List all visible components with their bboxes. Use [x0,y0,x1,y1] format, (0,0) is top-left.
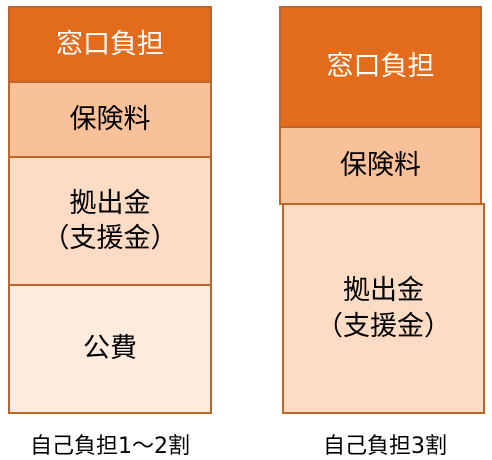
right-support-block: 拠出金 （支援金） [282,203,485,414]
left-public-block: 公費 [8,284,212,414]
right-support-label: 拠出金 [343,275,424,307]
right-copay-label: 窓口負担 [326,51,435,83]
right-copay-block: 窓口負担 [279,6,482,128]
left-copay-block: 窓口負担 [8,6,212,83]
right-caption: 自己負担3割 [323,434,447,459]
left-support-sublabel: （支援金） [42,223,178,254]
left-public-label: 公費 [83,333,137,365]
right-premium-label: 保険料 [340,149,421,181]
left-copay-label: 窓口負担 [56,28,164,60]
right-premium-block: 保険料 [279,126,482,205]
left-support-label: 拠出金 [69,187,151,219]
right-support-sublabel: （支援金） [316,310,451,342]
left-support-block: 拠出金 （支援金） [8,156,212,286]
left-premium-label: 保険料 [69,103,151,135]
left-caption: 自己負担1～2割 [30,434,190,459]
left-premium-block: 保険料 [8,81,212,158]
